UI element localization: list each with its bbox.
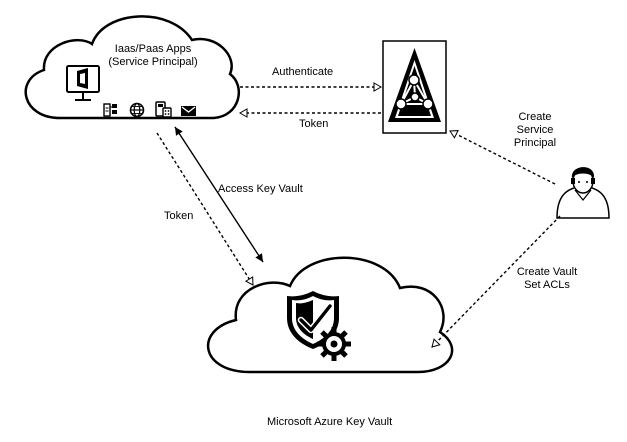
create-vault-line1: Create Vault xyxy=(516,266,578,278)
create-sp-line2: Service xyxy=(516,124,554,136)
globe-icon xyxy=(129,102,145,118)
create-sp-line3: Principal xyxy=(513,137,557,149)
calculator-icon xyxy=(155,101,172,118)
office-monitor-icon xyxy=(66,65,100,101)
envelope-icon xyxy=(181,106,196,116)
vault-caption: Microsoft Azure Key Vault xyxy=(267,416,393,428)
create-service-principal-label: Create Service Principal xyxy=(505,111,565,150)
token-left-label: Token xyxy=(164,210,194,222)
apps-title-line2: (Service Principal) xyxy=(108,56,198,68)
arrows xyxy=(156,82,561,348)
token-top-label: Token xyxy=(299,118,329,130)
network-icon xyxy=(103,103,117,117)
create-vault-line2: Set ACLs xyxy=(524,279,570,291)
create-vault-label: Create Vault Set ACLs xyxy=(507,266,587,292)
create-sp-line1: Create xyxy=(518,111,552,123)
access-key-vault-label: Access Key Vault xyxy=(218,183,303,195)
access-key-vault-arrow-return xyxy=(174,126,264,263)
apps-title: Iaas/Paas Apps (Service Principal) xyxy=(98,43,208,69)
user-icon xyxy=(556,167,610,219)
gear-icon xyxy=(317,327,351,361)
apps-title-line1: Iaas/Paas Apps xyxy=(114,43,192,55)
authenticate-label: Authenticate xyxy=(272,66,334,78)
token-arrow-left xyxy=(156,132,254,286)
azure-ad-icon xyxy=(382,40,447,134)
